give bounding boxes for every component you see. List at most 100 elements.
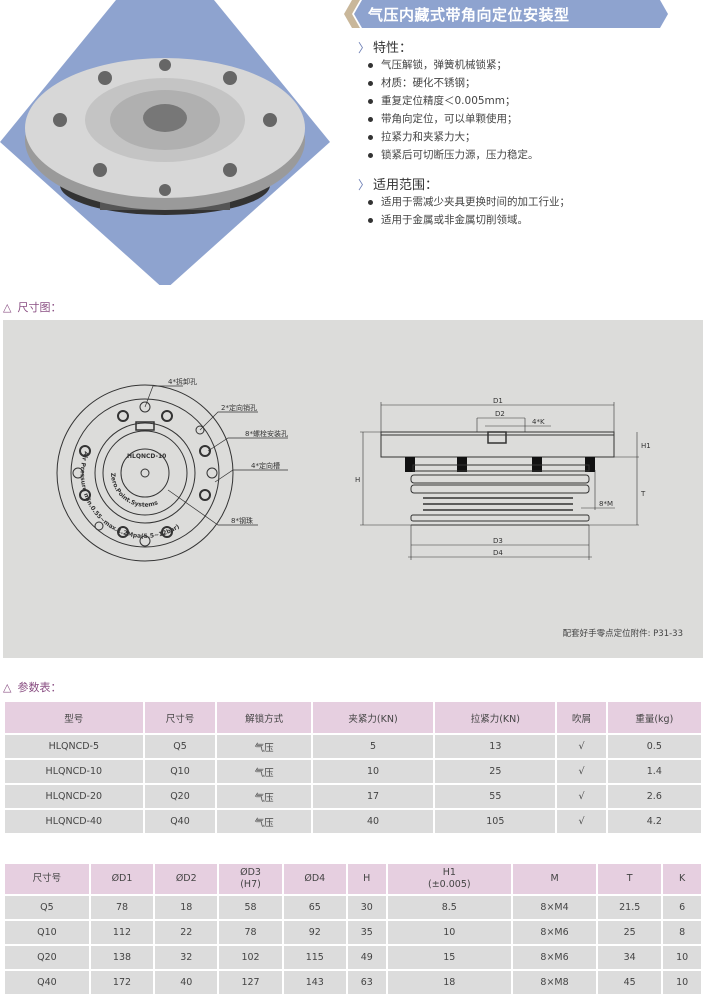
table-cell: 92 xyxy=(281,919,348,946)
model-table: 型号尺寸号解锁方式夹紧力(KN)拉紧力(KN)吹屑重量(kg) HLQNCD-5… xyxy=(3,700,703,835)
table-cell: 8 xyxy=(661,919,703,946)
list-item: 重复定位精度＜0.005mm； xyxy=(365,92,539,110)
dimension-drawing: 4*拆卸孔 2*定向销孔 8*螺栓安装孔 4*定向槽 8*钢珠 HLQNCD-1… xyxy=(56,377,651,562)
table-cell: √ xyxy=(555,733,608,760)
list-item: 拉紧力和夹紧力大； xyxy=(365,128,539,146)
table-cell: HLQNCD-10 xyxy=(3,758,145,785)
column-header: ØD1 xyxy=(88,862,156,896)
chevron-icon: 〉 xyxy=(358,178,371,192)
label-slots: 4*定向槽 xyxy=(251,461,280,470)
label-disassembly-holes: 4*拆卸孔 xyxy=(168,377,197,386)
table-cell: Q20 xyxy=(3,944,91,971)
table-cell: 112 xyxy=(88,919,156,946)
table-cell: 2.6 xyxy=(605,783,703,810)
table-cell: 10 xyxy=(661,969,703,996)
table-cell: 32 xyxy=(153,944,220,971)
table-cell: 1.4 xyxy=(605,758,703,785)
table-cell: 8×M8 xyxy=(510,969,599,996)
top-view: 4*拆卸孔 2*定向销孔 8*螺栓安装孔 4*定向槽 8*钢珠 HLQNCD-1… xyxy=(56,377,288,562)
table-cell: 45 xyxy=(596,969,664,996)
side-view: D1 D2 4*K H H1 T 8*M D3 D4 xyxy=(355,397,651,560)
column-header: 型号 xyxy=(3,700,145,735)
list-item: 带角向定位，可以单颗使用； xyxy=(365,110,539,128)
table-cell: Q10 xyxy=(3,919,91,946)
label-balls: 8*钢珠 xyxy=(231,516,253,525)
table-cell: 5 xyxy=(310,733,436,760)
scope-heading-text: 适用范围： xyxy=(373,178,439,193)
table-cell: 4.2 xyxy=(605,808,703,835)
table-cell: 10 xyxy=(385,919,514,946)
list-item: 适用于金属或非金属切削领域。 xyxy=(365,211,570,229)
table-cell: 10 xyxy=(661,944,703,971)
table-cell: 18 xyxy=(385,969,514,996)
column-header: K xyxy=(661,862,703,896)
table-cell: 30 xyxy=(345,894,388,921)
table-cell: 18 xyxy=(153,894,220,921)
column-header: 吹屑 xyxy=(555,700,608,735)
dimension-heading: △ 尺寸图： xyxy=(3,299,61,315)
column-header: 尺寸号 xyxy=(142,700,218,735)
param-heading-text: 参数表： xyxy=(17,681,62,694)
dimension-drawing-panel: 4*拆卸孔 2*定向销孔 8*螺栓安装孔 4*定向槽 8*钢珠 HLQNCD-1… xyxy=(3,320,703,658)
column-header: 尺寸号 xyxy=(3,862,91,896)
table-cell: 78 xyxy=(88,894,156,921)
table-cell: √ xyxy=(555,808,608,835)
table-cell: Q10 xyxy=(142,758,218,785)
table-cell: 25 xyxy=(433,758,558,785)
column-header: H1 (±0.005) xyxy=(385,862,514,896)
column-header: H xyxy=(345,862,388,896)
table-cell: 40 xyxy=(310,808,436,835)
label-d1: D1 xyxy=(493,397,503,405)
label-bolt-holes: 8*螺栓安装孔 xyxy=(245,429,288,438)
table-cell: 6 xyxy=(661,894,703,921)
product-photo xyxy=(0,0,330,285)
features-list: 气压解锁，弹簧机械锁紧； 材质：硬化不锈钢； 重复定位精度＜0.005mm； 带… xyxy=(365,56,539,164)
table-cell: 8.5 xyxy=(385,894,514,921)
label-h1: H1 xyxy=(641,442,651,450)
label-d4: D4 xyxy=(493,549,503,557)
table-cell: 13 xyxy=(433,733,558,760)
table-cell: 气压 xyxy=(215,758,313,785)
table-cell: 127 xyxy=(217,969,284,996)
dimension-heading-text: 尺寸图： xyxy=(17,301,62,314)
table-cell: 25 xyxy=(596,919,664,946)
table-cell: HLQNCD-20 xyxy=(3,783,145,810)
table-cell: √ xyxy=(555,783,608,810)
title-banner xyxy=(344,0,668,28)
triangle-icon: △ xyxy=(3,681,12,694)
accessory-note: 配套好手零点定位附件: P31-33 xyxy=(562,629,683,639)
table-cell: 气压 xyxy=(215,733,313,760)
column-header: T xyxy=(596,862,664,896)
table-cell: 34 xyxy=(596,944,664,971)
label-k: 4*K xyxy=(532,418,545,426)
table-cell: 8×M6 xyxy=(510,944,599,971)
face-model: HLQNCD-10 xyxy=(127,453,166,460)
table-cell: 40 xyxy=(153,969,220,996)
table-cell: 气压 xyxy=(215,783,313,810)
label-t: T xyxy=(640,490,646,498)
label-d3: D3 xyxy=(493,537,503,545)
page-title: 气压内藏式带角向定位安装型 xyxy=(368,6,570,24)
label-m: 8*M xyxy=(599,500,613,508)
list-item: 材质：硬化不锈钢； xyxy=(365,74,539,92)
column-header: ØD2 xyxy=(153,862,220,896)
table-cell: 15 xyxy=(385,944,514,971)
column-header: 夹紧力(KN) xyxy=(310,700,436,735)
table-cell: 102 xyxy=(217,944,284,971)
table-cell: Q5 xyxy=(3,894,91,921)
table-cell: 气压 xyxy=(215,808,313,835)
table-cell: 0.5 xyxy=(605,733,703,760)
table-cell: Q5 xyxy=(142,733,218,760)
list-item: 气压解锁，弹簧机械锁紧； xyxy=(365,56,539,74)
triangle-icon: △ xyxy=(3,301,12,314)
table-cell: Q40 xyxy=(142,808,218,835)
features-heading-text: 特性： xyxy=(373,41,413,56)
